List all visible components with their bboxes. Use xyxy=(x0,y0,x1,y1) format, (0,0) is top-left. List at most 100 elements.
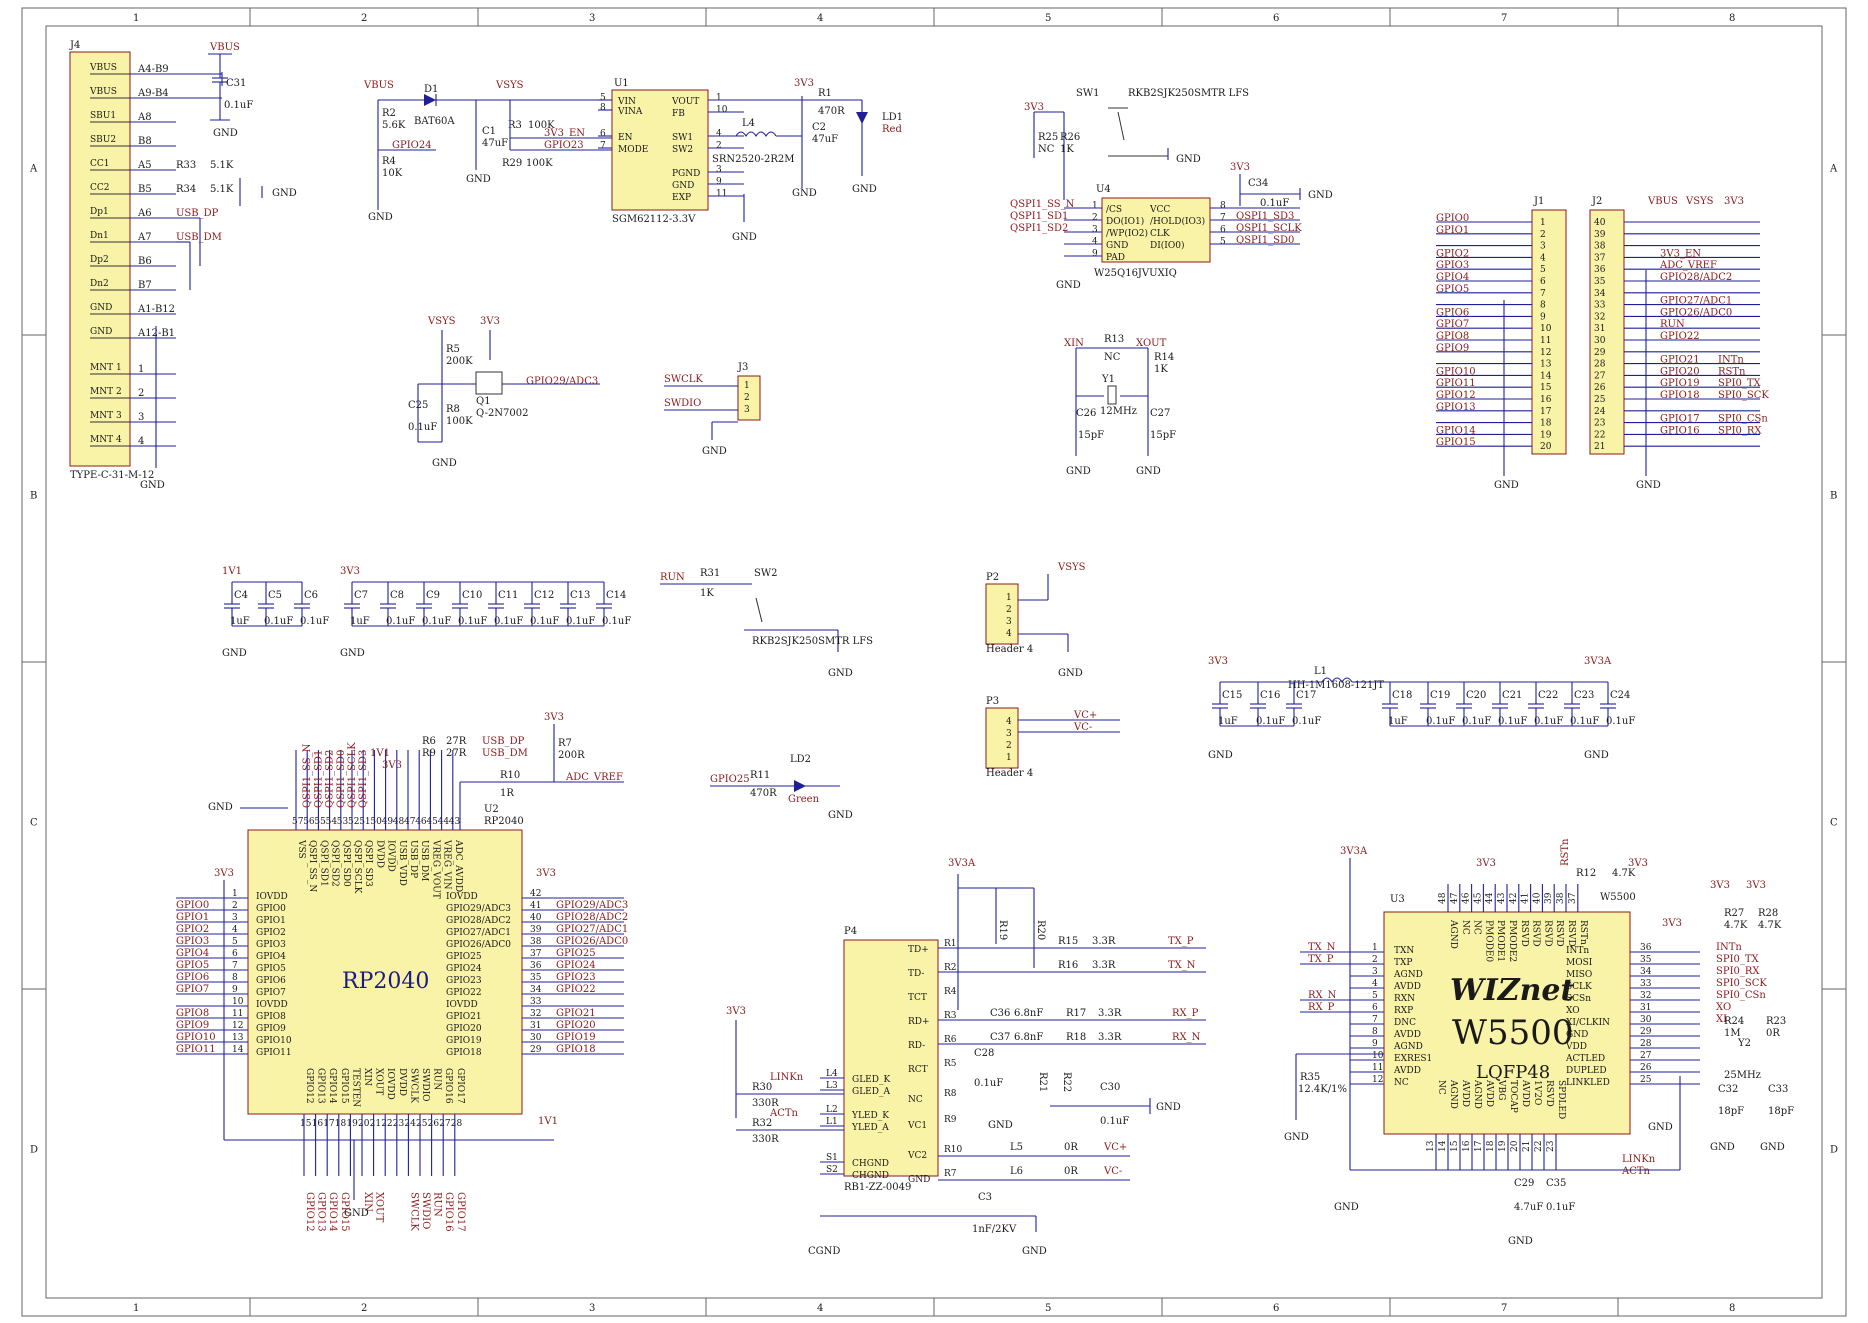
sw2-ref: SW2 xyxy=(754,568,778,579)
w5-top-num: 43 xyxy=(1497,892,1507,904)
u1-pin-num: 2 xyxy=(716,141,722,151)
j1-net: GPIO2 xyxy=(1436,248,1469,259)
w5-left-pin: AVDD xyxy=(1393,1066,1421,1076)
cap-ref: C6 xyxy=(304,590,318,601)
rp-top-net: QSPI1_SCLK xyxy=(347,742,358,808)
j1-pin-num: 18 xyxy=(1540,419,1552,429)
usb-pin-name: VBUS xyxy=(89,87,117,97)
j1-net: GPIO3 xyxy=(1436,260,1469,271)
j1-net: GPIO9 xyxy=(1436,343,1469,354)
gnd-label: GND xyxy=(140,480,165,491)
w5-left-net: TX_P xyxy=(1308,954,1334,965)
r12-ref: R12 xyxy=(1576,868,1596,879)
r35-ref: R35 xyxy=(1300,1072,1320,1083)
j2-net: 3V3_EN xyxy=(1660,248,1701,259)
r18-ref: R18 xyxy=(1066,1032,1086,1043)
rj-right-num: R9 xyxy=(944,1115,957,1125)
usb-pad: B8 xyxy=(138,136,152,147)
l1-part: HH-1M1608-121JT xyxy=(1288,680,1384,691)
j1-pin-num: 9 xyxy=(1540,312,1546,322)
w5-left-num: 8 xyxy=(1372,1027,1378,1037)
w5-bot-num: 22 xyxy=(1534,1141,1544,1152)
column-marker: 7 xyxy=(1501,13,1507,24)
v3v3-label: 3V3 xyxy=(480,316,500,327)
linkn-net: LINKn xyxy=(770,1072,804,1083)
rp-bot-net: GPIO14 xyxy=(327,1192,338,1232)
c27-ref: C27 xyxy=(1150,408,1170,419)
y2-ref: Y2 xyxy=(1737,1038,1751,1049)
rp-top-num: 43 xyxy=(449,817,461,827)
column-marker: 5 xyxy=(1045,1303,1051,1314)
rp-left-num: 3 xyxy=(232,913,238,923)
r7-val: 200R xyxy=(558,750,585,761)
w5-right-pin: XI/CLKIN xyxy=(1566,1018,1610,1028)
v3v3a-label: 3V3A xyxy=(1340,846,1368,857)
r21-ref: R21 xyxy=(1037,1072,1048,1092)
r5-val: 200K xyxy=(446,356,473,367)
vbus-label: VBUS xyxy=(363,80,394,91)
w5-right-num: 28 xyxy=(1640,1039,1652,1049)
rp-right-pin: GPIO22 xyxy=(446,988,482,998)
j2-pin-num: 23 xyxy=(1594,419,1606,429)
rp-right-num: 32 xyxy=(530,1009,541,1019)
rj-right-num: R3 xyxy=(944,1011,957,1021)
v3v3-label: 3V3 xyxy=(1710,880,1730,891)
u4-net: QSPI1_SD2 xyxy=(1010,223,1068,234)
rp-right-num: 30 xyxy=(530,1033,542,1043)
rp-right-pin: GPIO27/ADC1 xyxy=(446,928,511,938)
rp2040-u2: U2 RP2040 RP2040 VSS57QSPI_SS_N56QSPI_SD… xyxy=(176,712,628,1232)
r31-ref: R31 xyxy=(700,568,720,579)
gnd-label: GND xyxy=(1066,466,1091,477)
j1-pin-num: 20 xyxy=(1540,442,1552,452)
gnd-label: GND xyxy=(432,458,457,469)
r23-ref: R23 xyxy=(1766,1016,1786,1027)
rp-right-net: GPIO26/ADC0 xyxy=(556,936,628,947)
w5-right-net: SPI0_SCK xyxy=(1716,978,1767,989)
rp-left-net: GPIO11 xyxy=(176,1044,216,1055)
rj-left-pin: GLED_A xyxy=(852,1087,890,1097)
usb-dp-net: USB_DP xyxy=(176,208,219,219)
rp-right-pin: GPIO24 xyxy=(446,964,482,974)
rj-left-num: L3 xyxy=(826,1081,838,1091)
row-marker: D xyxy=(1830,1145,1838,1156)
w5-left-num: 9 xyxy=(1372,1039,1378,1049)
rp-bot-pin: SWDIO xyxy=(420,1068,430,1102)
w5-top-pin: RSVD xyxy=(1542,920,1552,947)
j1-pin-num: 8 xyxy=(1540,301,1546,311)
w5-left-pin: TXN xyxy=(1394,946,1414,956)
column-marker: 3 xyxy=(589,1303,595,1314)
p3-pin-num: 2 xyxy=(1006,741,1012,751)
row-marker: A xyxy=(1829,164,1838,175)
sw2-part: RKB2SJK250SMTR LFS xyxy=(752,636,873,647)
rp-left-num: 13 xyxy=(232,1033,244,1043)
rj45-p4: P4 RB1-ZZ-0049 TD+R1TD-R2TCTR4RD+R3RD-R6… xyxy=(726,858,1206,1257)
w5-top-pin: RSVD xyxy=(1554,920,1564,947)
gnd-label: GND xyxy=(1636,480,1661,491)
w5-bot-pin: SPDLED xyxy=(1556,1080,1566,1119)
rp-left-net: GPIO5 xyxy=(176,960,209,971)
column-marker: 1 xyxy=(133,1303,139,1314)
l5-val: 0R xyxy=(1064,1142,1078,1153)
w5-top-pin: RSVD xyxy=(1566,920,1576,947)
cap-val: 0.1uF xyxy=(1534,716,1563,727)
w5-left-num: 5 xyxy=(1372,991,1378,1001)
rp-top-num: 50 xyxy=(370,817,382,827)
usb-pin-name: Dp1 xyxy=(90,207,109,217)
r4-val: 10K xyxy=(382,168,403,179)
w5-right-net: INTn xyxy=(1716,942,1742,953)
y1-val: 12MHz xyxy=(1100,406,1137,417)
gnd-label: GND xyxy=(222,648,247,659)
w5-left-num: 4 xyxy=(1372,979,1378,989)
j1-pin-num: 16 xyxy=(1540,395,1552,405)
r24-ref: R24 xyxy=(1724,1016,1744,1027)
cap-ref: C22 xyxy=(1538,690,1558,701)
usb-pad: A6 xyxy=(137,208,152,219)
r2-ref: R2 xyxy=(382,108,396,119)
v3v3-label: 3V3 xyxy=(1208,656,1228,667)
usb-pad: A8 xyxy=(137,112,152,123)
c1-ref: C1 xyxy=(482,126,496,137)
w5-right-pin: GND xyxy=(1566,1030,1588,1040)
usb-pad: B7 xyxy=(138,280,152,291)
rj-left-num: S2 xyxy=(826,1165,838,1175)
gnd-label: GND xyxy=(208,802,233,813)
